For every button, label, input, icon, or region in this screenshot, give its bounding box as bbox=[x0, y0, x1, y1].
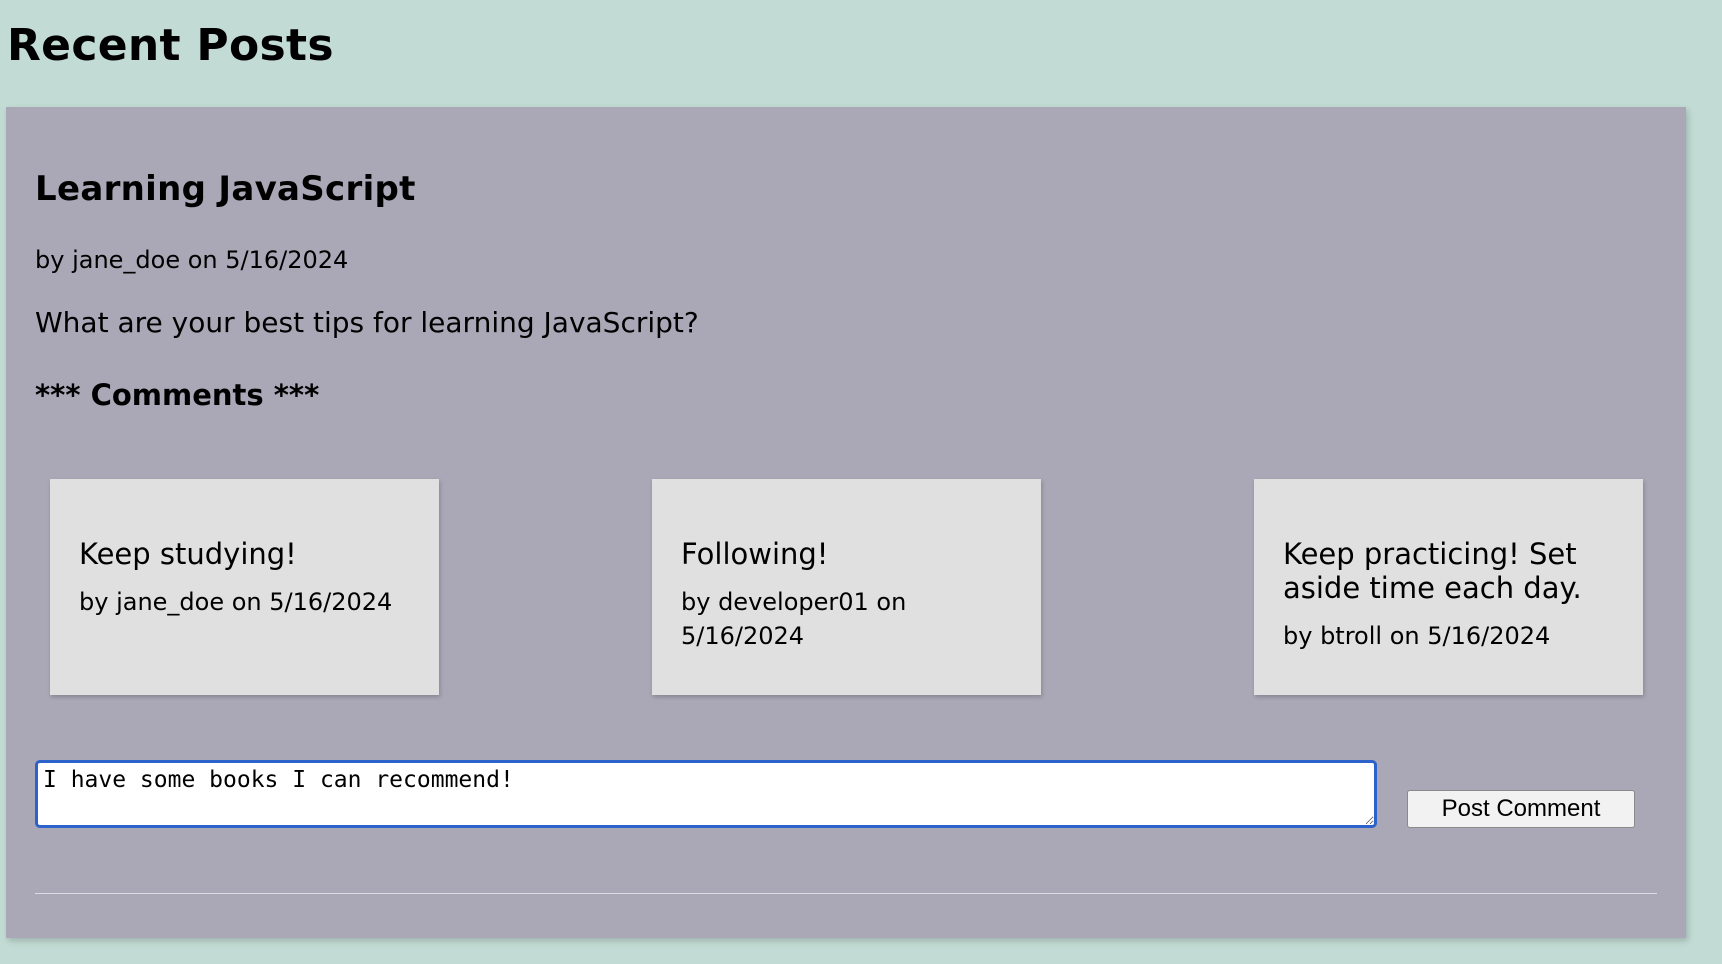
divider bbox=[35, 893, 1657, 894]
post-title: Learning JavaScript bbox=[35, 169, 416, 209]
comment-form: I have some books I can recommend! Post … bbox=[35, 760, 1635, 832]
comment-input[interactable]: I have some books I can recommend! bbox=[35, 760, 1377, 828]
post-card: Learning JavaScript by jane_doe on 5/16/… bbox=[6, 107, 1686, 938]
post-meta: by jane_doe on 5/16/2024 bbox=[35, 246, 349, 274]
comment-text: Keep practicing! Set aside time each day… bbox=[1283, 537, 1582, 605]
comment-meta: by developer01 on 5/16/2024 bbox=[681, 588, 907, 650]
page-title: Recent Posts bbox=[7, 20, 334, 71]
comment-card: Keep practicing! Set aside time each day… bbox=[1254, 479, 1643, 695]
comments-heading: *** Comments *** bbox=[35, 378, 320, 412]
comment-card: Following! by developer01 on 5/16/2024 bbox=[652, 479, 1041, 695]
comment-meta: by btroll on 5/16/2024 bbox=[1283, 622, 1551, 650]
comment-meta: by jane_doe on 5/16/2024 bbox=[79, 588, 393, 616]
comment-text: Keep studying! bbox=[79, 537, 297, 571]
comment-card: Keep studying! by jane_doe on 5/16/2024 bbox=[50, 479, 439, 695]
post-comment-button[interactable]: Post Comment bbox=[1407, 790, 1635, 828]
post-body: What are your best tips for learning Jav… bbox=[35, 306, 699, 339]
comment-text: Following! bbox=[681, 537, 829, 571]
